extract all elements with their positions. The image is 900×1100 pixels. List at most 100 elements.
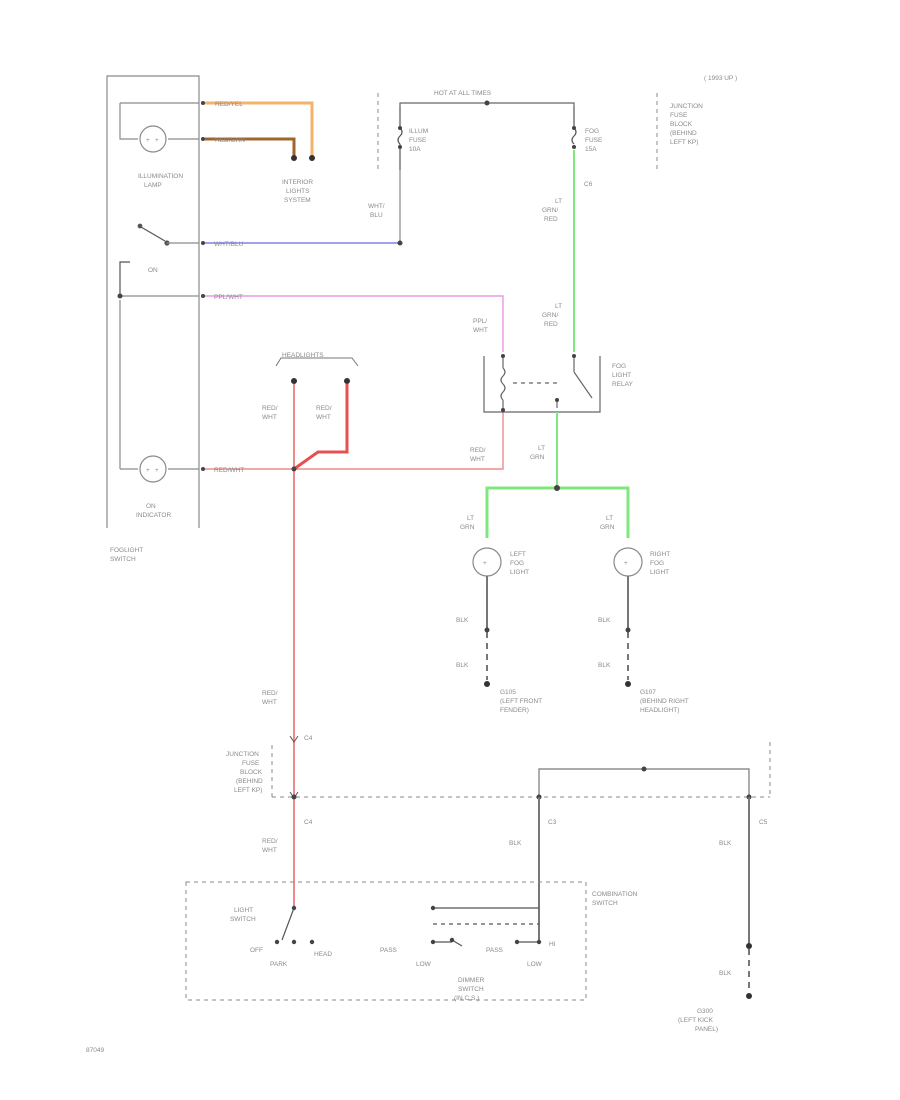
pin — [274, 939, 280, 945]
splice-dot — [554, 485, 560, 491]
c3-label: C3 — [548, 819, 557, 826]
headlights-label: HEADLIGHTS — [282, 352, 324, 359]
headlights-bracket — [275, 357, 359, 367]
junction-dot — [117, 293, 123, 299]
left-fog-light-label: LEFT FOG LIGHT — [510, 551, 529, 576]
pin — [430, 939, 436, 945]
dimmer-switch-icon — [433, 907, 539, 947]
pin — [536, 939, 542, 945]
on-label: ON — [148, 267, 158, 274]
fog-fuse-label: FOG FUSE 15A — [585, 128, 604, 153]
foglight-switch-box — [106, 75, 200, 528]
c6-label: C6 — [584, 181, 593, 188]
red-wht-b-label: RED/ WHT — [316, 405, 333, 421]
interior-lights-label: INTERIOR LIGHTS SYSTEM — [282, 179, 315, 204]
pin — [746, 943, 752, 949]
blk-mid-label: BLK — [509, 840, 522, 847]
wire-red-wht-label: RED/WHT — [214, 467, 244, 474]
wire-ppl-wht-label: PPL/WHT — [214, 294, 243, 301]
pin — [430, 905, 436, 911]
pin — [572, 126, 576, 130]
illumination-lamp-icon: ++ — [139, 125, 167, 153]
pin — [309, 155, 315, 161]
wire-ppl-wht — [205, 295, 504, 352]
fog-ground-wires — [486, 576, 629, 680]
pin — [344, 378, 350, 384]
c4-top-label: C4 — [304, 735, 313, 742]
lt-grn-main-label: LT GRN — [530, 445, 547, 461]
figure-code: 87049 — [86, 1047, 104, 1054]
wire-red-wht — [205, 410, 504, 470]
pin — [484, 627, 490, 633]
ppl-wht-label: PPL/ WHT — [473, 318, 489, 334]
combination-switch-box — [185, 881, 587, 1001]
light-switch-icon — [281, 907, 295, 941]
lt-grn-red-1-label: LT GRN/ RED — [542, 198, 564, 223]
splice-dot — [291, 466, 297, 472]
c4-bottom-label: C4 — [304, 819, 313, 826]
foglight-switch-label: FOGLIGHT SWITCH — [110, 547, 145, 563]
blk-l2-label: BLK — [456, 662, 469, 669]
pin — [501, 408, 505, 412]
pin — [572, 354, 576, 358]
pin — [625, 627, 631, 633]
head-label: HEAD — [314, 951, 332, 958]
ground-point — [746, 993, 752, 999]
pin — [291, 378, 297, 384]
hot-at-all-times-label: HOT AT ALL TIMES — [434, 90, 492, 97]
pass-left-label: PASS — [380, 947, 398, 954]
wire-red-yel-label: RED/YEL — [215, 101, 243, 108]
junction-block-left-label: JUNCTION FUSE BLOCK (BEHIND LEFT KP) — [226, 751, 265, 794]
lt-grn-red-2-label: LT GRN/ RED — [542, 303, 564, 328]
junction-block-lower-border — [271, 742, 771, 798]
g107-label: G107 (BEHIND RIGHT HEADLIGHT) — [640, 689, 690, 714]
junction-top-label: ( 1993 UP ) — [704, 75, 737, 82]
svg-text:+: + — [146, 137, 150, 144]
off-label: OFF — [250, 947, 263, 954]
pin — [291, 939, 297, 945]
on-indicator-label: ON INDICATOR — [136, 503, 171, 519]
pin — [501, 354, 505, 358]
pin — [572, 145, 576, 149]
fog-light-relay-label: FOG LIGHT RELAY — [612, 363, 633, 388]
blk-right-label: BLK — [719, 840, 732, 847]
g105-label: G105 (LEFT FRONT FENDER) — [500, 689, 544, 714]
wht-blu-label: WHT/ BLU — [368, 203, 386, 219]
fog-light-relay-icon — [483, 356, 601, 413]
g300-label: G300 (LEFT KICK PANEL) — [678, 1008, 718, 1033]
svg-text:+: + — [155, 137, 159, 144]
blk-l1-label: BLK — [456, 617, 469, 624]
low-left-label: LOW — [416, 961, 432, 968]
pin — [397, 240, 403, 246]
blk-r1-label: BLK — [598, 617, 611, 624]
combination-switch-label: COMBINATION SWITCH — [592, 891, 639, 907]
park-label: PARK — [270, 961, 288, 968]
red-wht-c-label: RED/ WHT — [470, 447, 487, 463]
svg-text:+: + — [146, 467, 150, 474]
pin — [309, 939, 315, 945]
illum-fuse-icon — [397, 106, 403, 170]
pin — [291, 155, 297, 161]
right-fog-light-icon: + — [613, 547, 643, 577]
svg-text:+: + — [483, 560, 487, 567]
dimmer-switch-label: DIMMER SWITCH (IN C.S.) — [454, 977, 486, 1002]
right-fog-light-label: RIGHT FOG LIGHT — [650, 551, 672, 576]
on-indicator-icon: ++ — [119, 300, 199, 483]
pass-right-label: PASS — [486, 947, 504, 954]
pin — [291, 905, 297, 911]
on-switch-icon — [119, 223, 199, 297]
blk-r2-label: BLK — [598, 662, 611, 669]
pin — [398, 126, 402, 130]
pin — [555, 398, 559, 402]
splice-dot — [641, 766, 647, 772]
light-switch-label: LIGHT SWITCH — [230, 907, 256, 923]
red-wht-a-label: RED/ WHT — [262, 405, 279, 421]
pin — [291, 794, 297, 800]
lt-grn-left-label: LT GRN — [460, 515, 476, 531]
hi-right-label: HI — [549, 941, 556, 948]
illum-fuse-label: ILLUM FUSE 10A — [409, 128, 430, 153]
red-wht-bottom2-label: RED/ WHT — [262, 838, 279, 854]
wire-red-wht-branch — [293, 384, 349, 471]
lt-grn-right-label: LT GRN — [600, 515, 615, 531]
